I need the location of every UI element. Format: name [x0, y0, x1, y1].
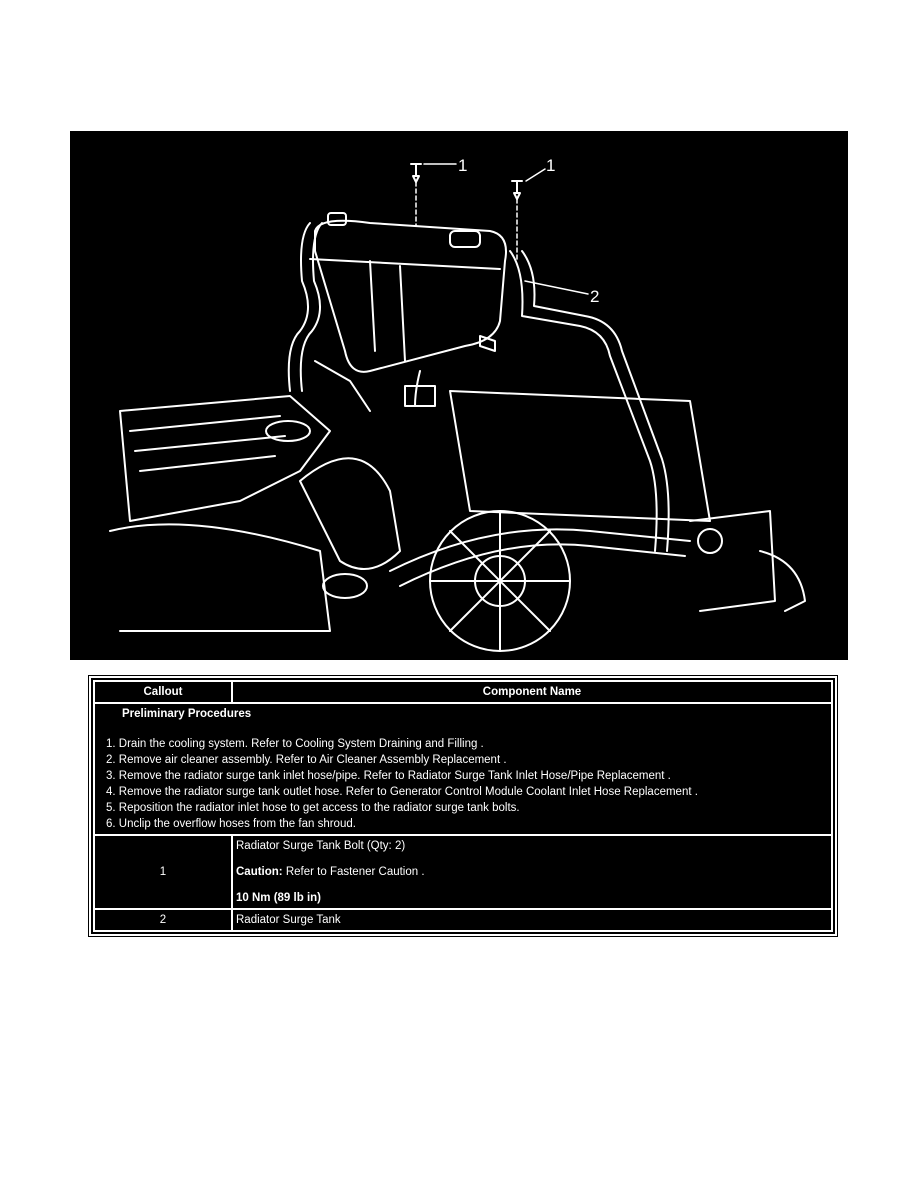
callout-label-1b: 1 [546, 156, 555, 175]
header-callout: Callout [93, 680, 233, 704]
procedure-step: 3. Remove the radiator surge tank inlet … [106, 770, 671, 782]
fan-assembly [429, 390, 806, 652]
torque-spec: 10 Nm (89 lb in) [236, 892, 321, 904]
hoses [287, 222, 691, 587]
procedure-step: 5. Reposition the radiator inlet hose to… [106, 802, 520, 814]
callout-table: Callout Component Name Preliminary Proce… [93, 680, 833, 932]
callout-cell: 1 [93, 834, 233, 910]
engine-illustration: 1 1 2 [70, 131, 848, 660]
caution-note: Caution: Refer to Fastener Caution . [236, 864, 828, 880]
caution-text: Refer to Fastener Caution . [282, 866, 425, 878]
callout-cell: 2 [93, 908, 233, 932]
procedure-step: 2. Remove air cleaner assembly. Refer to… [106, 754, 507, 766]
callout-label-2: 2 [590, 287, 599, 306]
component-cell: Radiator Surge Tank Bolt (Qty: 2) Cautio… [231, 834, 833, 910]
surge-tank [309, 212, 507, 412]
component-name: Radiator Surge Tank Bolt (Qty: 2) [236, 840, 406, 852]
preliminary-title: Preliminary Procedures [122, 708, 252, 720]
bolt-right [511, 180, 523, 262]
table-row: 2 Radiator Surge Tank [93, 908, 833, 932]
callout-table-container: Callout Component Name Preliminary Proce… [88, 675, 838, 937]
component-name: Radiator Surge Tank [231, 908, 833, 932]
caution-label: Caution: [236, 866, 283, 878]
preliminary-procedures-row: Preliminary Procedures 1. Drain the cool… [93, 702, 833, 836]
callout-label-1a: 1 [458, 156, 467, 175]
engine-cover [109, 395, 401, 632]
table-row: 1 Radiator Surge Tank Bolt (Qty: 2) Caut… [93, 834, 833, 910]
procedure-step: 4. Remove the radiator surge tank outlet… [106, 786, 698, 798]
bolt-left [410, 163, 422, 227]
procedure-step: 1. Drain the cooling system. Refer to Co… [106, 738, 484, 750]
table-header-row: Callout Component Name [93, 680, 833, 704]
header-component-name: Component Name [231, 680, 833, 704]
preliminary-procedures: Preliminary Procedures 1. Drain the cool… [93, 702, 833, 836]
procedure-steps: 1. Drain the cooling system. Refer to Co… [98, 736, 828, 832]
procedure-step: 6. Unclip the overflow hoses from the fa… [106, 818, 356, 830]
